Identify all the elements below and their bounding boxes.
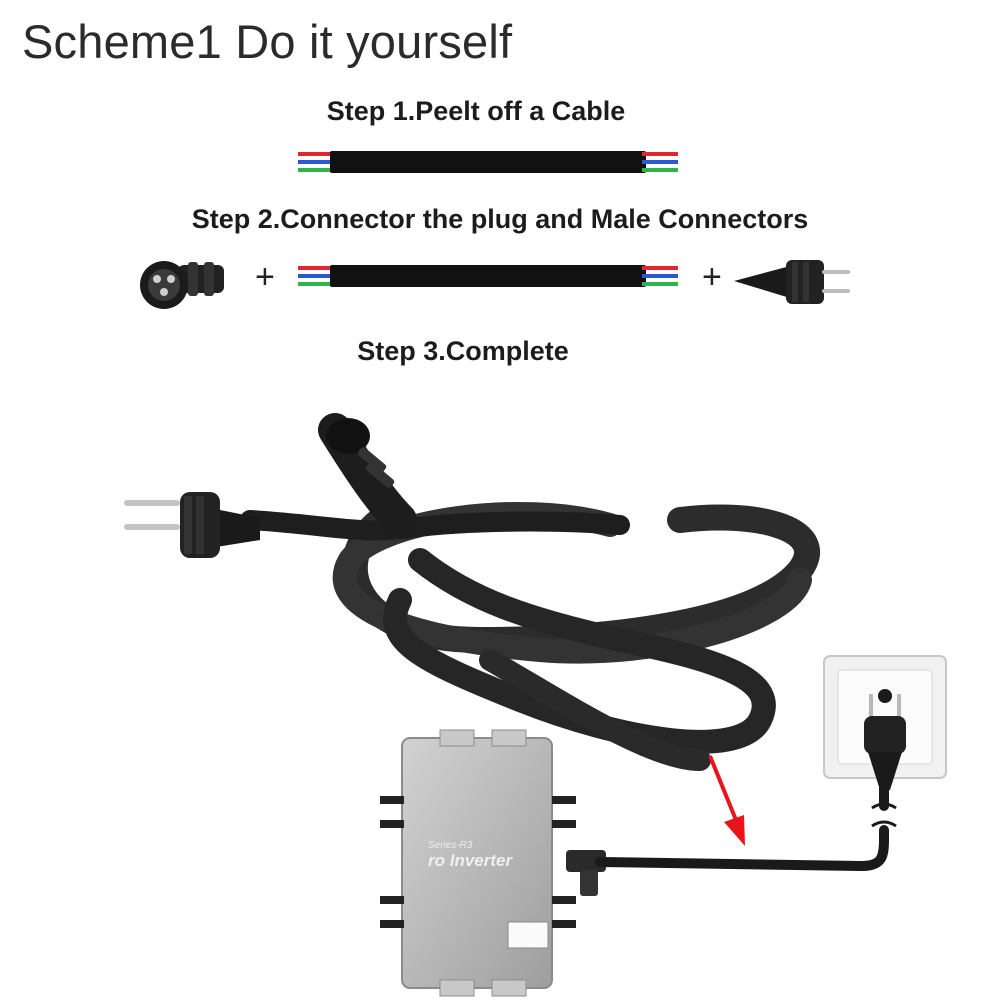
- peeled-cable-step1: [298, 151, 678, 173]
- step-3-label: Step 3.Complete: [357, 336, 569, 366]
- dc-input-connectors: [380, 796, 576, 928]
- round-waterproof-connector-icon: [318, 413, 417, 537]
- peeled-cable-step2: [298, 265, 678, 287]
- inverter-brand-text: ro Inverter: [428, 851, 513, 870]
- coiled-cable-assembly: [124, 413, 820, 771]
- cable-lead: [240, 510, 630, 541]
- wire-red-right: [642, 152, 678, 156]
- micro-inverter: Series-R3 ro Inverter: [380, 729, 576, 997]
- cable-coil-4: [479, 649, 711, 771]
- red-arrow-icon: [708, 755, 745, 846]
- wire-blue-left: [298, 160, 334, 164]
- schuko-plug-icon: [124, 492, 260, 558]
- cable-jacket: [330, 151, 646, 173]
- wire-green-left: [298, 168, 334, 172]
- wire-green-right: [642, 282, 678, 286]
- schuko-plug-icon: [864, 694, 906, 790]
- cable-jacket: [330, 265, 646, 287]
- ac-output-cable: [566, 781, 897, 896]
- wire-red-left: [298, 152, 334, 156]
- step-1-label: Step 1.Peelt off a Cable: [326, 96, 626, 126]
- wire-red-left: [298, 266, 334, 270]
- inverter-series-text: Series-R3: [428, 840, 473, 851]
- page-title: Scheme1 Do it yourself: [22, 15, 513, 68]
- step-2-label: Step 2.Connector the plug and Male Conne…: [191, 204, 809, 234]
- cable-coil-3: [383, 548, 776, 754]
- schuko-plug-icon: [734, 260, 850, 304]
- wire-red-right: [642, 266, 678, 270]
- plus-sign-2: +: [702, 258, 722, 296]
- qr-label: [507, 921, 549, 949]
- round-waterproof-connector-icon: [140, 261, 224, 309]
- wire-blue-left: [298, 274, 334, 278]
- wire-blue-right: [642, 160, 678, 164]
- wire-green-left: [298, 282, 334, 286]
- wire-blue-right: [642, 274, 678, 278]
- wire-green-right: [642, 168, 678, 172]
- plus-sign-1: +: [255, 258, 275, 296]
